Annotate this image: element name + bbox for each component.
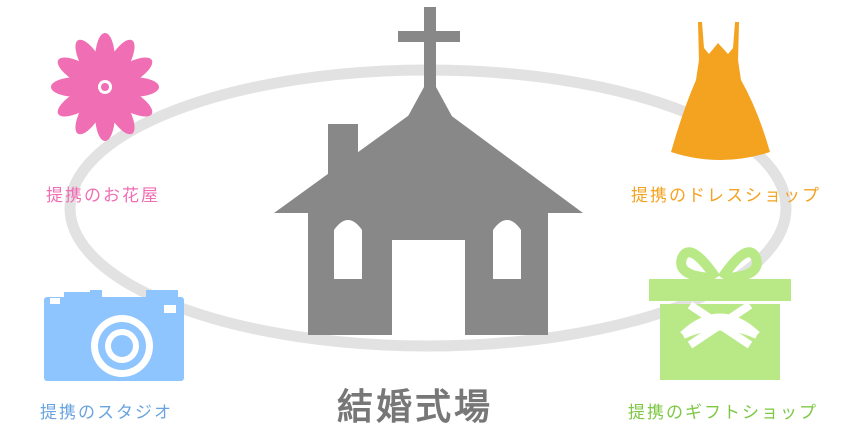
partner-label-photo-studio: 提携のスタジオ	[40, 403, 173, 423]
partner-label-flower-shop: 提携のお花屋	[46, 186, 160, 206]
partner-label-gift-shop: 提携のギフトショップ	[628, 403, 818, 423]
center-label-wedding-venue: 結婚式場	[337, 387, 494, 428]
camera-icon	[44, 290, 184, 381]
gift-icon	[649, 247, 791, 380]
church-icon	[274, 7, 583, 335]
partner-label-dress-shop: 提携のドレスショップ	[631, 186, 821, 206]
dress-icon	[671, 22, 770, 160]
flower-icon	[51, 33, 159, 141]
